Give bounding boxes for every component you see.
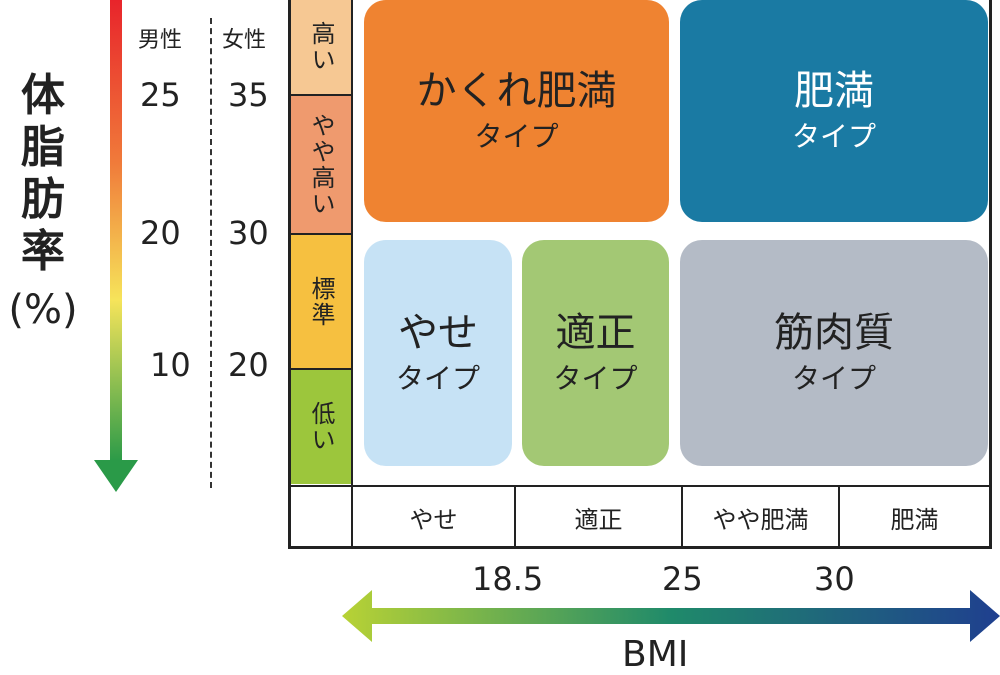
header-divider xyxy=(210,18,212,488)
bmi-tick: 18.5 xyxy=(472,560,544,598)
male-tick: 20 xyxy=(140,214,181,252)
hidden-obesity-type-box: かくれ肥満 タイプ xyxy=(364,0,669,222)
y-axis-title-char: 脂 xyxy=(21,122,65,173)
male-tick: 10 xyxy=(150,346,191,384)
female-tick: 20 xyxy=(228,346,269,384)
y-axis-title-char: 体 xyxy=(21,70,65,121)
box-title: 適正 xyxy=(555,310,636,356)
bmi-cell-divider xyxy=(514,487,516,546)
bmi-category-slightly-obese: やや肥満 xyxy=(712,505,809,534)
matrix-frame xyxy=(288,0,992,549)
bmi-category-obese: 肥満 xyxy=(890,505,939,534)
body-fat-level-column: 高い やや高い 標準 低い xyxy=(291,0,351,484)
male-tick: 25 xyxy=(140,76,181,114)
bmi-tick: 30 xyxy=(814,560,855,598)
box-title: かくれ肥満 xyxy=(416,68,617,114)
female-tick: 30 xyxy=(228,214,269,252)
y-axis-title: 体 脂 肪 率 (%) xyxy=(8,70,78,336)
bmi-category-thin: やせ xyxy=(409,505,458,534)
box-title: やせ xyxy=(398,310,478,356)
level-column-divider xyxy=(351,0,353,546)
level-slightly-high: やや高い xyxy=(291,96,351,235)
box-subtitle: タイプ xyxy=(791,362,876,395)
male-header: 男性 xyxy=(138,28,183,53)
obesity-type-box: 肥満 タイプ xyxy=(680,0,988,222)
bmi-cell-divider xyxy=(838,487,840,546)
y-axis-unit: (%) xyxy=(8,287,78,333)
y-axis-title-char: 率 xyxy=(21,226,65,277)
bmi-axis-label: BMI xyxy=(622,634,689,675)
box-subtitle: タイプ xyxy=(791,120,876,153)
box-subtitle: タイプ xyxy=(553,362,638,395)
bmi-category-normal: 適正 xyxy=(574,505,623,534)
level-high: 高い xyxy=(291,0,351,96)
thin-type-box: やせ タイプ xyxy=(364,240,512,466)
bmi-cell-divider xyxy=(681,487,683,546)
bmi-row-divider xyxy=(291,485,989,487)
normal-type-box: 適正 タイプ xyxy=(522,240,669,466)
level-low: 低い xyxy=(291,370,351,484)
level-standard: 標準 xyxy=(291,235,351,370)
body-fat-gradient-arrow xyxy=(94,0,138,492)
y-axis-title-char: 肪 xyxy=(21,174,65,225)
muscular-type-box: 筋肉質 タイプ xyxy=(680,240,988,466)
box-title: 筋肉質 xyxy=(774,310,894,356)
bmi-tick: 25 xyxy=(662,560,703,598)
female-header: 女性 xyxy=(222,28,267,53)
box-subtitle: タイプ xyxy=(395,362,480,395)
box-title: 肥満 xyxy=(794,68,874,114)
box-subtitle: タイプ xyxy=(474,120,559,153)
female-tick: 35 xyxy=(228,76,269,114)
bmi-gradient-arrow xyxy=(342,590,1000,642)
